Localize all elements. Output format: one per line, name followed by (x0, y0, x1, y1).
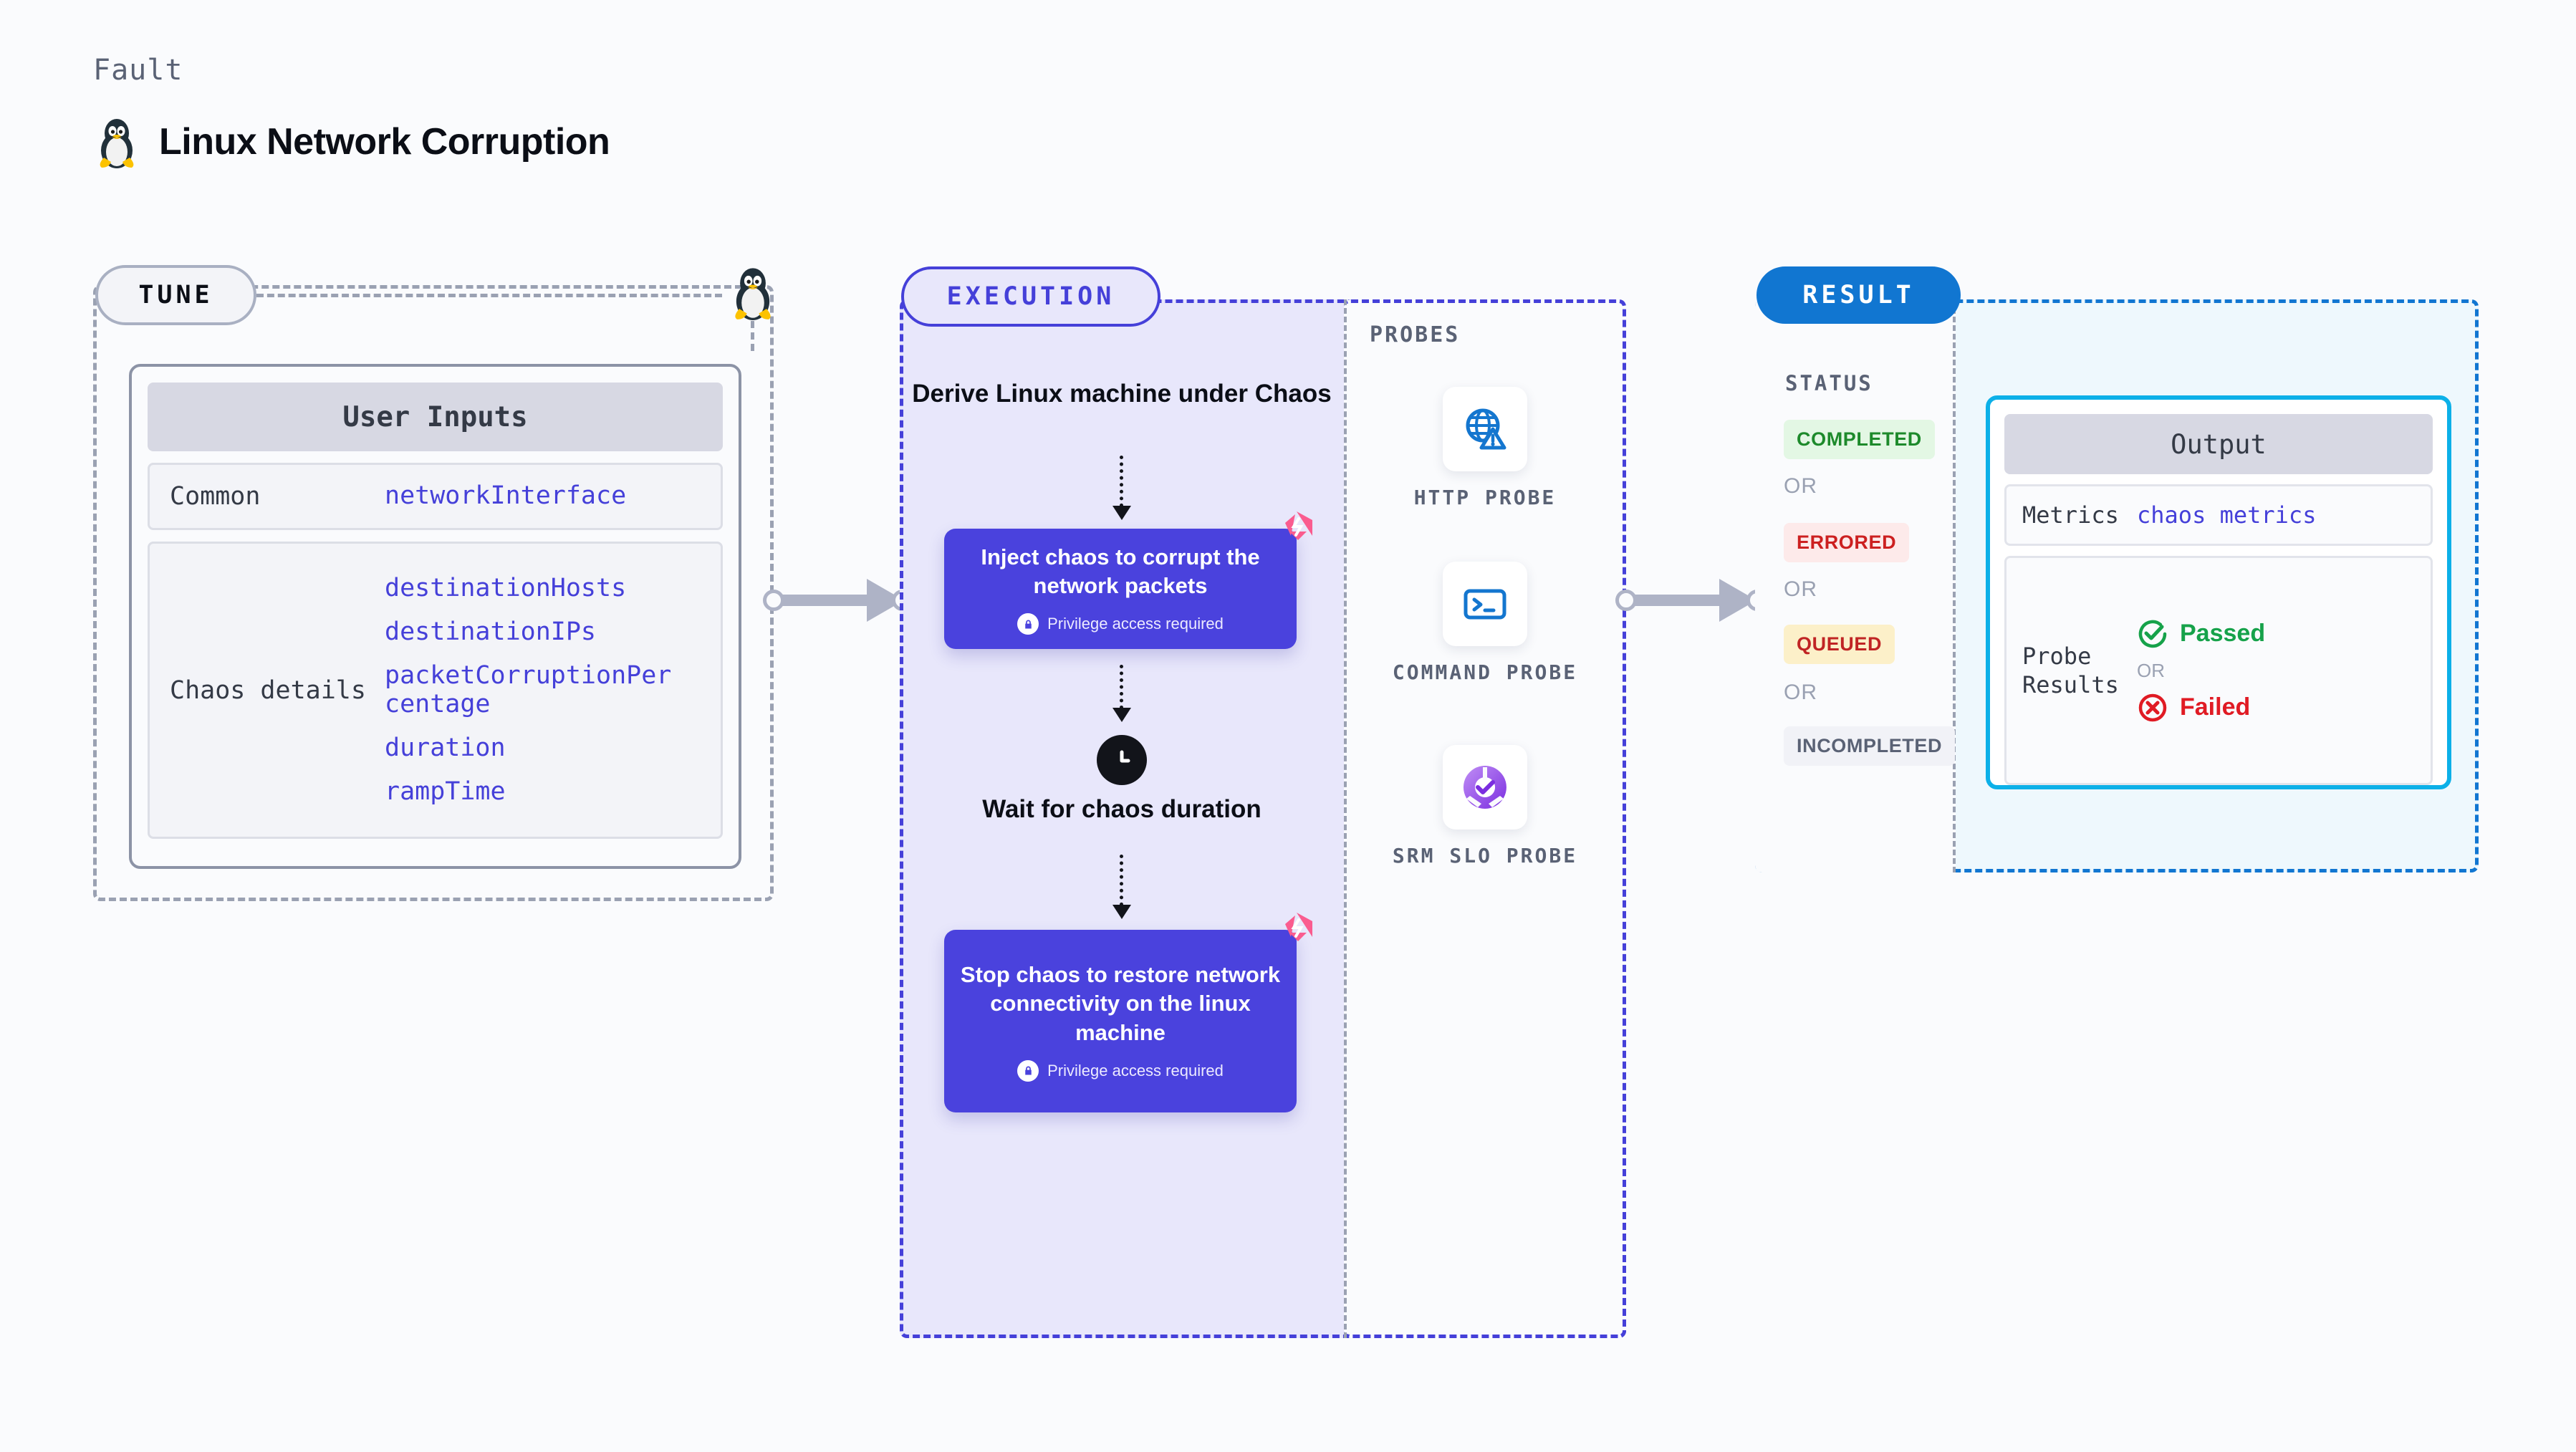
stage-badge-execution[interactable]: EXECUTION (901, 266, 1160, 327)
probe-failed-label: Failed (2180, 693, 2251, 721)
probe-result-failed: Failed (2137, 692, 2265, 723)
stage-badge-tune[interactable]: TUNE (95, 265, 256, 325)
privilege-note-row: Privilege access required (1017, 613, 1224, 635)
output-row-value: chaos metrics (2137, 501, 2317, 529)
tux-penguin-icon-connector (735, 268, 771, 320)
litmus-chaos-icon (1275, 507, 1315, 551)
step-inject-chaos-box[interactable]: Inject chaos to corrupt the network pack… (944, 511, 1312, 649)
flow-arrow-3-head (1112, 905, 1131, 919)
flow-arrow-3 (1120, 855, 1123, 906)
status-or-3: OR (1784, 681, 1817, 704)
flow-arrow-2 (1120, 665, 1123, 709)
probe-label: HTTP PROBE (1413, 486, 1557, 509)
probe-result-options: Passed OR Failed (2137, 618, 2265, 723)
tune-connector-line (256, 294, 722, 297)
status-or-1: OR (1784, 474, 1817, 498)
probe-result-passed: Passed (2137, 618, 2265, 650)
probe-label: SRM SLO PROBE (1392, 844, 1578, 867)
status-badge-errored: ERRORED (1784, 523, 1910, 562)
probes-panel-divider (1344, 299, 1347, 1338)
step-inject-note: Privilege access required (1047, 615, 1224, 633)
status-column (1755, 299, 1956, 872)
page-title-row: Linux Network Corruption (95, 115, 610, 169)
user-inputs-card: User Inputs Common networkInterface Chao… (129, 364, 741, 869)
terminal-icon (1443, 562, 1527, 646)
input-row-values: networkInterface (385, 482, 626, 510)
clock-icon (1097, 735, 1147, 785)
status-badge-incompleted: INCOMPLETED (1784, 726, 1956, 766)
litmus-chaos-icon (1275, 908, 1315, 952)
status-badge-queued: QUEUED (1784, 625, 1895, 664)
lock-icon (1017, 613, 1039, 635)
slo-donut-check-icon (1443, 745, 1527, 830)
input-value: duration (385, 733, 506, 762)
status-badge-completed: COMPLETED (1784, 420, 1935, 459)
input-value: destinationHosts (385, 573, 627, 602)
step-wait-label: Wait for chaos duration (982, 795, 1261, 823)
probes-title: PROBES (1370, 322, 1461, 347)
input-row-common[interactable]: Common networkInterface (148, 463, 723, 530)
page-title: Linux Network Corruption (159, 121, 610, 163)
probe-item-command[interactable]: COMMAND PROBE (1344, 562, 1626, 686)
input-value: destinationIPs (385, 617, 597, 647)
step-stop-chaos-box[interactable]: Stop chaos to restore network connectivi… (944, 913, 1312, 1112)
probe-result-or: OR (2137, 659, 2165, 681)
flow-arrow-1-head (1112, 506, 1131, 520)
stage-badge-result[interactable]: RESULT (1756, 266, 1961, 324)
probe-label: COMMAND PROBE (1392, 660, 1578, 684)
output-row-key: Metrics (2022, 501, 2119, 529)
input-value: packetCorruptionPercentage (385, 661, 672, 718)
output-row-probe-results[interactable]: Probe Results Passed OR Failed (2004, 556, 2433, 785)
lock-icon (1017, 1059, 1039, 1082)
output-card: Output Metrics chaos metrics Probe Resul… (1986, 395, 2451, 789)
tune-connector-line-vertical (751, 321, 754, 351)
step-stop-note: Privilege access required (1047, 1061, 1224, 1080)
connector-tune-to-execution (781, 579, 910, 622)
flow-arrow-2-head (1112, 708, 1131, 722)
tux-penguin-icon (100, 119, 134, 168)
x-circle-icon (2138, 693, 2167, 721)
status-or-2: OR (1784, 577, 1817, 601)
connector-execution-to-result (1633, 579, 1762, 622)
step-derive-label: Derive Linux machine under Chaos (912, 380, 1332, 408)
check-circle-icon (2138, 620, 2167, 648)
globe-warning-icon (1443, 387, 1527, 471)
probe-passed-label: Passed (2180, 620, 2266, 647)
step-inject-label: Inject chaos to corrupt the network pack… (981, 544, 1260, 598)
input-row-chaos-details[interactable]: Chaos details destinationHosts destinati… (148, 542, 723, 839)
probe-item-srm-slo[interactable]: SRM SLO PROBE (1344, 745, 1626, 870)
execution-flow: Derive Linux machine under Chaos Inject … (900, 299, 1344, 1338)
user-inputs-title: User Inputs (148, 383, 723, 451)
output-row-key: Probe Results (2022, 643, 2119, 698)
input-value: rampTime (385, 777, 506, 806)
input-row-key: Common (170, 482, 261, 511)
input-row-values: destinationHosts destinationIPs packetCo… (385, 574, 686, 806)
flow-arrow-1 (1120, 456, 1123, 507)
probe-item-http[interactable]: HTTP PROBE (1344, 387, 1626, 511)
privilege-note-row: Privilege access required (1017, 1059, 1224, 1082)
status-title: STATUS (1785, 371, 1873, 395)
input-row-key: Chaos details (170, 675, 366, 705)
output-title: Output (2004, 414, 2433, 474)
input-value: networkInterface (385, 481, 627, 511)
step-stop-label: Stop chaos to restore network connectivi… (960, 962, 1281, 1045)
fault-eyebrow-label: Fault (93, 54, 183, 87)
output-row-metrics[interactable]: Metrics chaos metrics (2004, 484, 2433, 546)
